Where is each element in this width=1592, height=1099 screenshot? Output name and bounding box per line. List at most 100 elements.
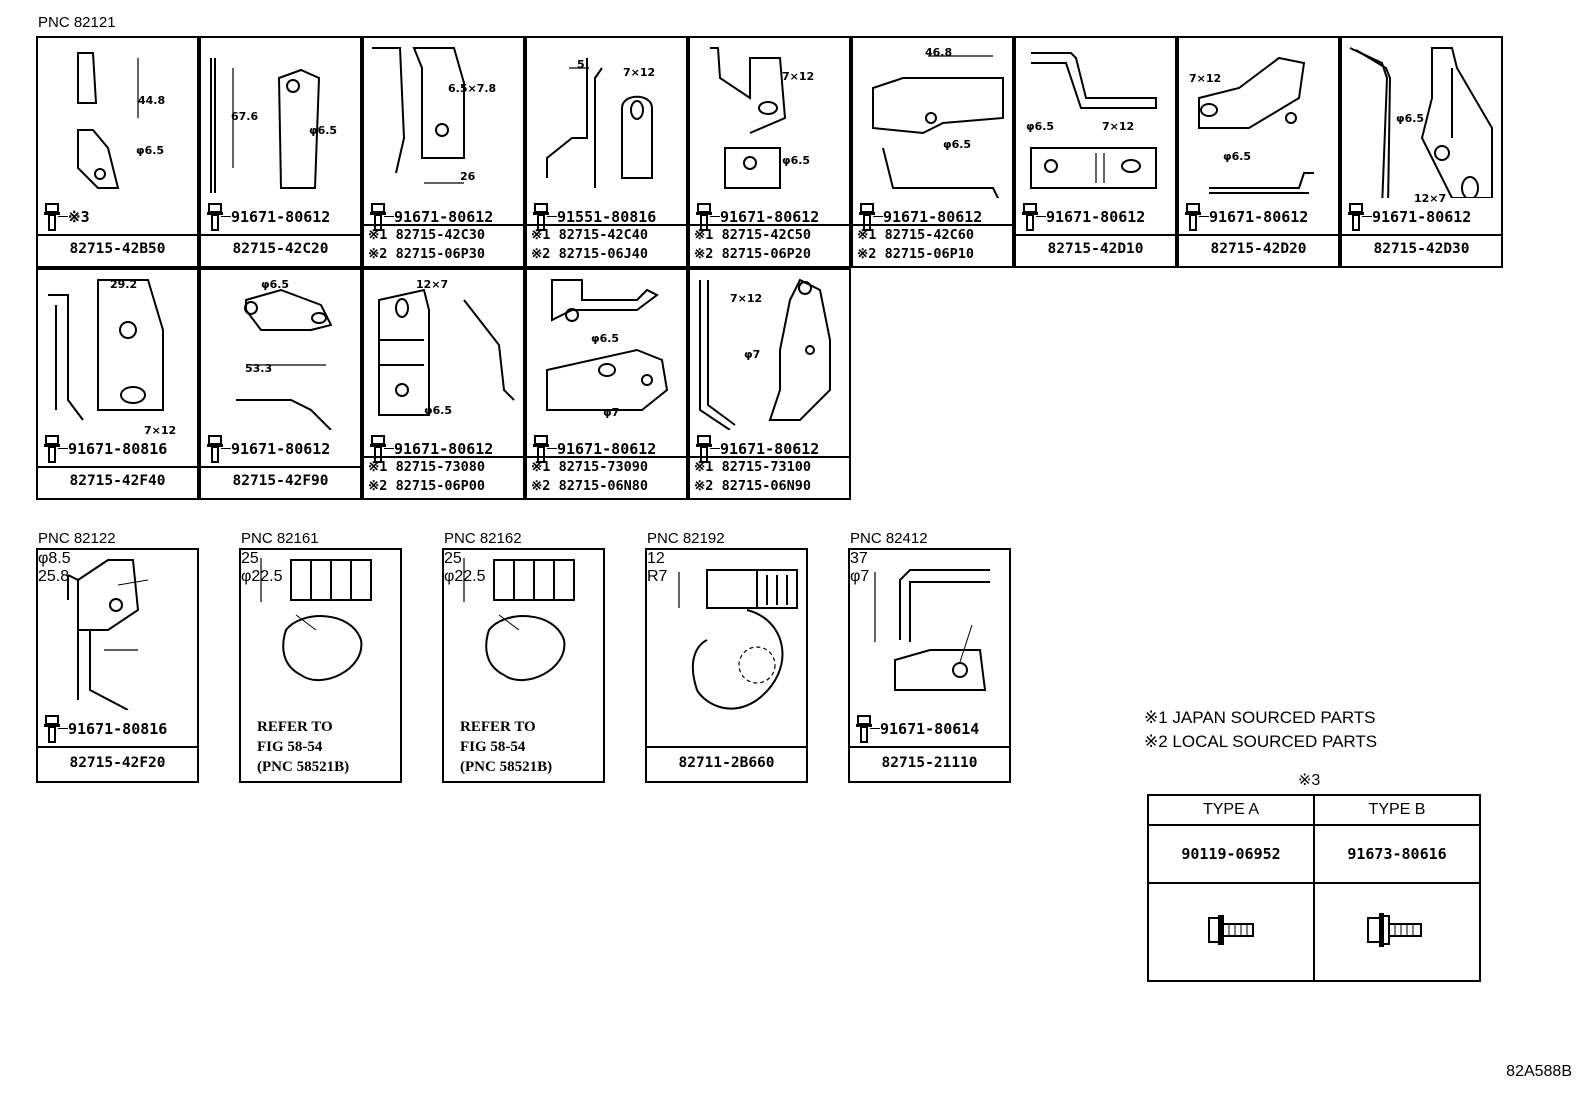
bracket-drawing: [38, 550, 197, 711]
leader-line: [221, 448, 231, 449]
bolt-callout: 91671-80612: [366, 435, 525, 463]
part-number-box: 82715-42B50: [38, 234, 197, 266]
dim-label: 7×12: [623, 66, 656, 79]
part-number: ※1 82715-42C50: [694, 227, 811, 243]
dim-label: 7×12: [1102, 120, 1135, 133]
part-number: ※1 82715-42C40: [531, 227, 648, 243]
part-cell-82715-42F20[interactable]: φ8.5 25.8 91671-80816 82715-42F20: [36, 548, 199, 783]
bolt-callout: 91671-80816: [40, 435, 199, 463]
pnc-label-82121: PNC 82121: [38, 14, 116, 31]
bolt-icon: [207, 203, 223, 231]
type-b-header: TYPE B: [1313, 794, 1481, 826]
dim-label: 12: [647, 550, 665, 567]
dim-label: 12×7: [1414, 192, 1447, 205]
dim-label: 5: [577, 58, 585, 71]
bolt-callout: 91671-80612: [366, 203, 525, 231]
part-number: 82715-42F90: [232, 473, 329, 489]
part-number-box: 82715-42C20: [201, 234, 360, 266]
part-number: 82715-42F20: [69, 755, 166, 771]
bolt-icon: [370, 203, 386, 231]
bolt-icon: [1185, 203, 1201, 231]
dim-label: φ22.5: [444, 568, 486, 585]
part-number: 82715-21110: [881, 755, 978, 771]
dim-label: 44.8: [138, 94, 166, 107]
part-number-box: 82715-42F90: [201, 466, 360, 498]
leader-line: [710, 216, 720, 217]
bolt-part-number: 91671-80612: [394, 440, 494, 458]
leader-line: [870, 728, 880, 729]
part-number: ※2 82715-06P30: [368, 246, 485, 262]
part-number: ※2 82715-06P20: [694, 246, 811, 262]
bracket-drawing: [853, 38, 1012, 209]
dim-label: 25.8: [38, 568, 70, 585]
part-number: ※2 82715-06J40: [531, 246, 648, 262]
dim-label: φ6.5: [943, 138, 972, 151]
part-cell-82715-21110[interactable]: 37 φ7 91671-80614 82715-21110: [848, 548, 1011, 783]
bolt-callout: 91671-80614: [852, 715, 1011, 743]
part-number: ※1 82715-73080: [368, 459, 485, 475]
bolt-icon: [859, 203, 875, 231]
part-number: 82715-42C20: [232, 241, 329, 257]
part-number-box: ※1 82715-42C50 ※2 82715-06P20: [690, 224, 849, 266]
part-number: 82715-42D20: [1210, 241, 1307, 257]
pnc-label-82412: PNC 82412: [850, 530, 928, 547]
dim-label: φ22.5: [241, 568, 283, 585]
part-number-box: 82715-42D30: [1342, 234, 1501, 266]
dim-label: 67.6: [231, 110, 259, 123]
dim-label: 25: [444, 550, 462, 567]
dim-label: 7×12: [730, 292, 763, 305]
type-b-bolt-drawing: [1313, 882, 1481, 982]
dim-label: 6.5×7.8: [448, 82, 497, 95]
bolt-part-number: 91671-80612: [720, 440, 820, 458]
dim-label: 46.8: [925, 46, 953, 59]
bolt-icon: [533, 435, 549, 463]
dim-label: 7×12: [144, 424, 177, 437]
bracket-drawing: [1179, 38, 1338, 198]
type-a-bolt-drawing: [1147, 882, 1315, 982]
bolt-part-number: 91671-80612: [1372, 208, 1472, 226]
part-number: ※1 82715-73100: [694, 459, 811, 475]
bolt-icon: [207, 435, 223, 463]
dim-label: R7: [647, 568, 668, 585]
bolt-callout: 91671-80816: [40, 715, 199, 743]
bolt-part-number: 91671-80612: [394, 208, 494, 226]
types-table-title: ※3: [1298, 772, 1321, 789]
pnc-label-82162: PNC 82162: [444, 530, 522, 547]
dim-label: φ8.5: [38, 550, 71, 567]
type-b-part-number: 91673-80616: [1313, 824, 1481, 884]
figure-code: 82A588B: [1506, 1063, 1572, 1080]
bolt-part-number: 91671-80612: [883, 208, 983, 226]
leader-line: [384, 448, 394, 449]
leader-line: [1036, 216, 1046, 217]
part-number-box: ※1 82715-42C30※2 82715-06P30: [364, 224, 523, 266]
part-number: ※2 82715-06P10: [857, 246, 974, 262]
bracket-drawing: [850, 550, 1009, 710]
dim-label: φ7: [603, 406, 620, 419]
dim-label: φ6.5: [424, 404, 453, 417]
part-number-box: 82715-42F20: [38, 746, 197, 781]
clamp-drawing: [444, 550, 603, 710]
part-cell-82711-2B660[interactable]: 12 R7 82711-2B660: [645, 548, 808, 783]
dim-label: 25: [241, 550, 259, 567]
dim-label: φ6.5: [1026, 120, 1055, 133]
leader-line: [547, 448, 557, 449]
bolt-part-number: 91671-80816: [68, 720, 168, 738]
